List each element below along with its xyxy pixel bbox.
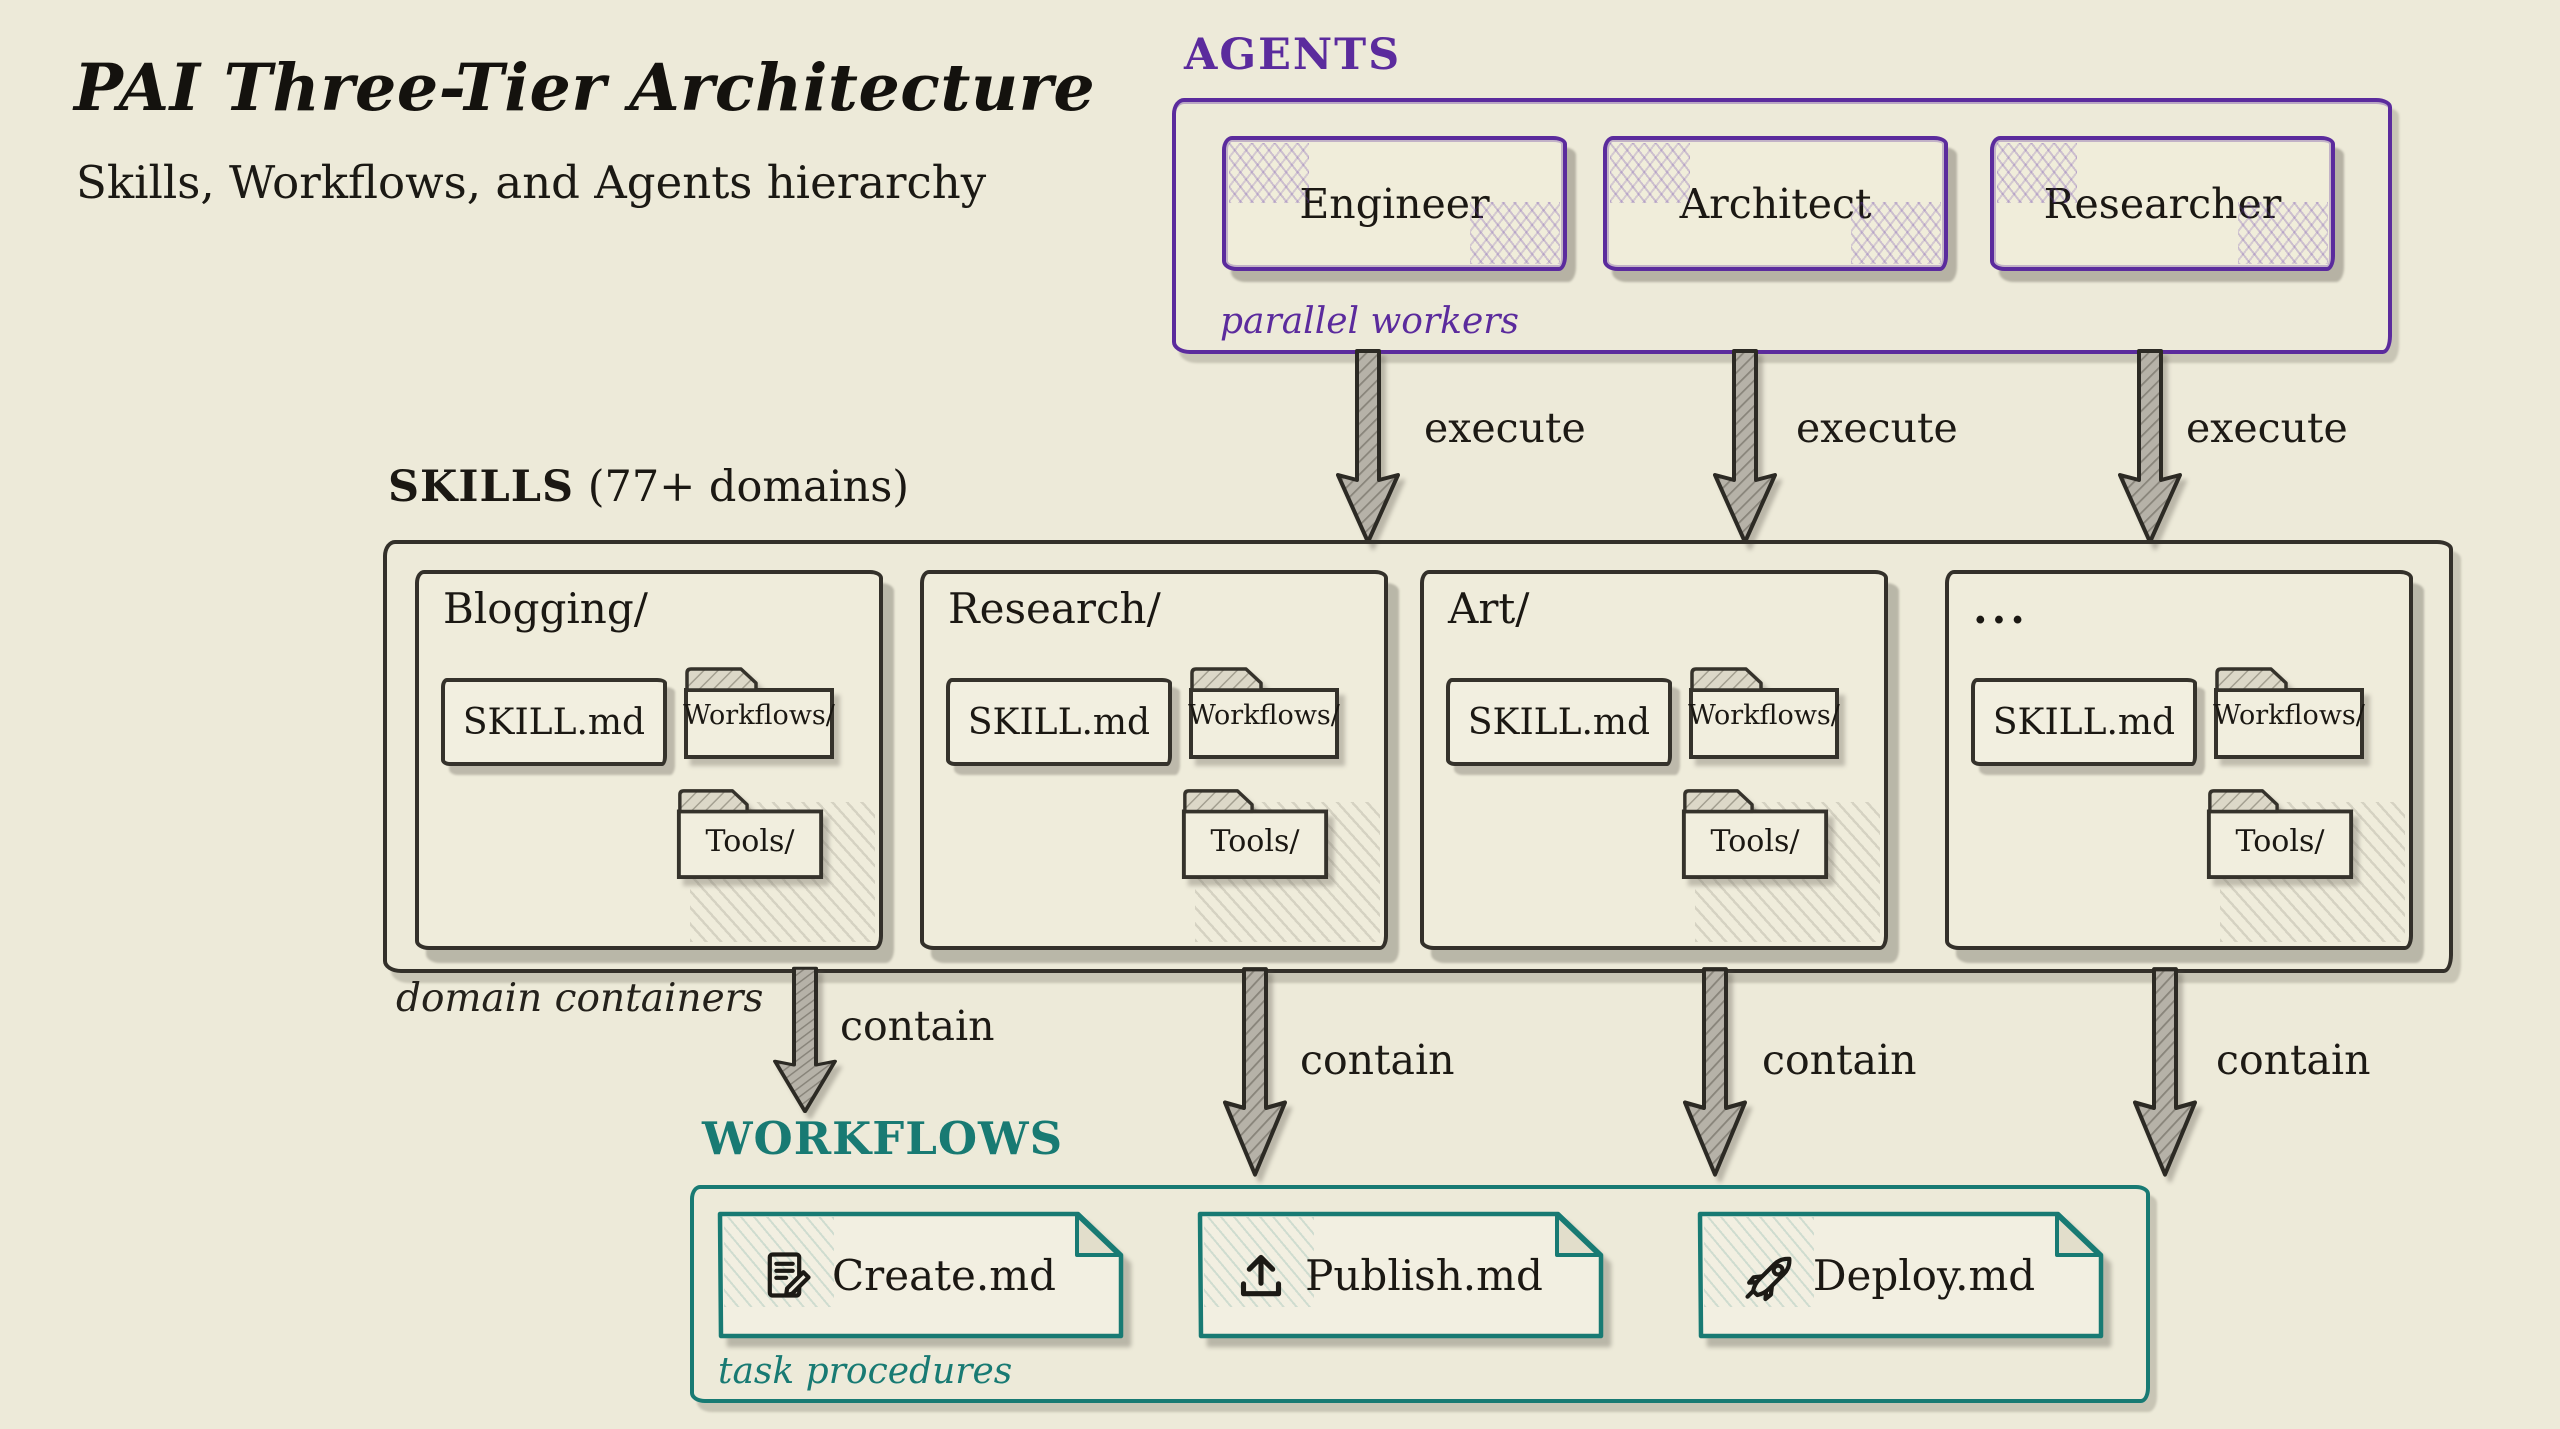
folder-label: Tools/ [2235,824,2325,859]
domain-name: ... [1973,584,2029,633]
domain-container-more: ... SKILL.md Workflows/ Tools/ [1945,570,2413,950]
workflow-doc-name: Publish.md [1305,1250,1543,1300]
agents-caption: parallel workers [1220,301,1519,342]
skills-label-text: SKILLS [388,462,575,512]
workflows-folder: Workflows/ [1686,664,1842,762]
folder-icon [1689,667,1839,759]
page-title: PAI Three-Tier Architecture [74,50,1096,126]
contain-label: contain [1300,1036,1455,1084]
skill-md-label: SKILL.md [1992,701,2176,743]
workflow-doc-publish: Publish.md [1196,1209,1606,1341]
page-subtitle: Skills, Workflows, and Agents hierarchy [76,156,987,209]
contain-arrow-icon [1683,967,1747,1177]
skills-label-suffix: (77+ domains) [587,462,910,512]
folder-icon [1181,789,1329,880]
agent-name: Engineer [1299,179,1490,228]
folder-label: Tools/ [1210,824,1300,859]
contain-arrow-icon [1223,967,1287,1177]
workflows-folder: Workflows/ [2211,664,2367,762]
contain-label: contain [2216,1036,2371,1084]
document-outline-icon [1197,1211,1604,1339]
workflows-group-label: WORKFLOWS [702,1112,1064,1165]
workflow-doc-name: Deploy.md [1812,1250,2036,1300]
domain-name: Research/ [948,584,1161,633]
workflows-folder: Workflows/ [681,664,837,762]
agents-group-label: AGENTS [1184,30,1402,80]
skill-md-label: SKILL.md [967,701,1151,743]
skills-group: Blogging/ SKILL.md Workflows/ Tools/ Res… [383,540,2453,973]
skill-md-label: SKILL.md [1467,701,1651,743]
folder-icon [2214,667,2364,759]
skill-md-file: SKILL.md [1971,678,2197,766]
skill-md-file: SKILL.md [441,678,667,766]
skill-md-file: SKILL.md [1446,678,1672,766]
execute-arrow-icon [2118,349,2182,544]
tools-folder: Tools/ [1179,786,1331,882]
folder-icon [676,789,824,880]
document-outline-icon [717,1211,1124,1339]
folder-icon [684,667,834,759]
folder-label: Tools/ [705,824,795,859]
execute-label: execute [1424,404,1586,452]
workflows-group: Create.md Publish.md [690,1185,2150,1403]
workflow-doc-deploy: Deploy.md [1696,1209,2106,1341]
folder-label: Workflows/ [1688,700,1840,731]
domain-name: Art/ [1448,584,1530,633]
crosshatch-decoration [1229,143,1309,203]
tools-folder: Tools/ [674,786,826,882]
agent-card-architect: Architect [1603,136,1948,271]
workflows-folder: Workflows/ [1186,664,1342,762]
agent-card-engineer: Engineer [1222,136,1567,271]
note-pencil-icon [767,1252,811,1298]
tools-folder: Tools/ [2204,786,2356,882]
skills-group-label: SKILLS (77+ domains) [388,462,909,512]
domain-container-research: Research/ SKILL.md Workflows/ Tools/ [920,570,1388,950]
folder-label: Tools/ [1710,824,1800,859]
contain-label: contain [1762,1036,1917,1084]
folder-icon [1681,789,1829,880]
tools-folder: Tools/ [1679,786,1831,882]
skill-md-file: SKILL.md [946,678,1172,766]
workflow-doc-create: Create.md [716,1209,1126,1341]
domain-container-blogging: Blogging/ SKILL.md Workflows/ Tools/ [415,570,883,950]
execute-label: execute [2186,404,2348,452]
folder-icon [1189,667,1339,759]
contain-label: contain [840,1002,995,1050]
execute-label: execute [1796,404,1958,452]
agent-name: Researcher [2043,179,2282,228]
skills-caption: domain containers [396,976,764,1021]
execute-arrow-icon [1336,349,1400,544]
document-outline-icon [1697,1211,2104,1339]
contain-arrow-icon [773,966,837,1113]
domain-container-art: Art/ SKILL.md Workflows/ Tools/ [1420,570,1888,950]
skill-md-label: SKILL.md [462,701,646,743]
folder-icon [2206,789,2354,880]
rocket-icon [1745,1256,1792,1302]
folder-label: Workflows/ [683,700,835,731]
domain-name: Blogging/ [443,584,648,633]
contain-arrow-icon [2133,967,2197,1177]
upload-icon [1241,1254,1282,1297]
crosshatch-decoration [1610,143,1690,203]
folder-label: Workflows/ [1188,700,1340,731]
workflows-caption: task procedures [718,1351,1013,1392]
agent-name: Architect [1679,179,1872,228]
agent-card-researcher: Researcher [1990,136,2335,271]
workflow-doc-name: Create.md [832,1250,1056,1300]
agents-group: Engineer Architect Researcher parallel w… [1172,98,2392,354]
folder-label: Workflows/ [2213,700,2365,731]
execute-arrow-icon [1713,349,1777,544]
